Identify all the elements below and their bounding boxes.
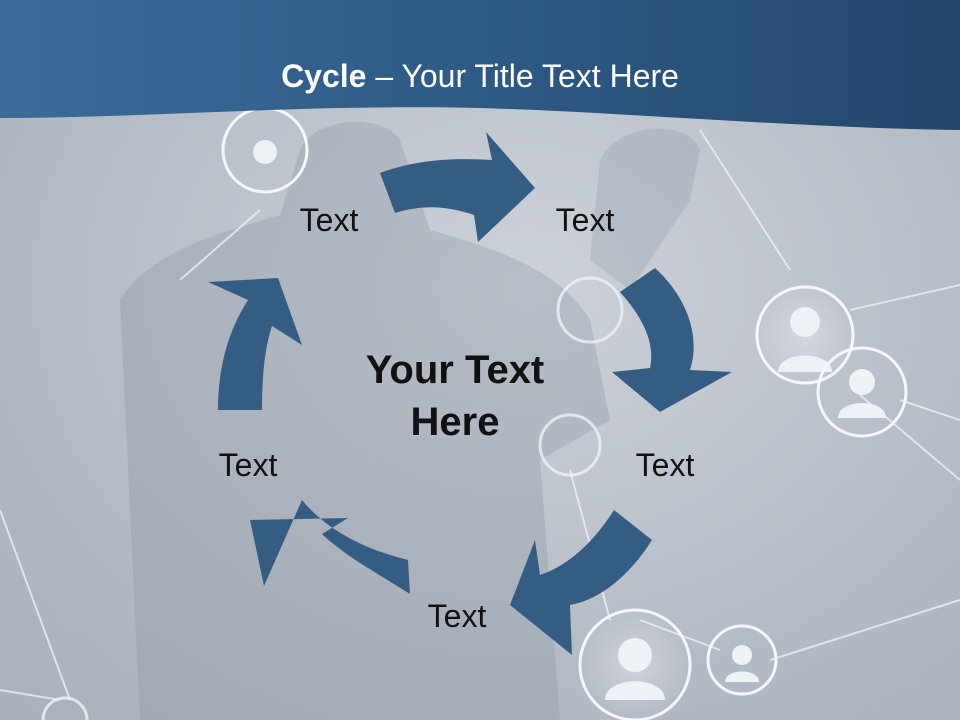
center-line-2: Here [410,400,500,444]
raised-arm [590,128,700,290]
person-node-icon [556,276,624,344]
cycle-label-bottom: Text [427,598,487,634]
person-node-icon [706,624,778,696]
cycle-arrow-4 [250,500,410,594]
cycle-arrows [208,132,732,655]
title-bold: Cycle [281,58,367,94]
cycle-arrow-5 [208,278,302,410]
cycle-arrow-2 [612,268,732,412]
person-node-icon [577,607,693,720]
person-node-icon [753,283,857,387]
person-node-icon [221,106,309,194]
person-node-icon [41,696,89,720]
cycle-label-top-right: Text [555,202,615,238]
header-band [0,0,960,130]
center-line-1: Your Text [365,348,545,392]
cycle-label-right: Text [635,447,695,483]
person-node-icon [538,413,602,477]
cycle-label-top-left: Text [299,202,359,238]
cycle-arrow-3 [510,510,652,655]
person-node-icon [816,346,908,438]
slide-title: Cycle – Your Title Text Here [0,56,960,96]
title-rest: – Your Title Text Here [366,58,679,94]
cycle-arrow-1 [380,132,535,242]
center-text: Your Text Here [325,344,585,448]
person-silhouette [120,121,610,720]
cycle-label-left: Text [218,447,278,483]
